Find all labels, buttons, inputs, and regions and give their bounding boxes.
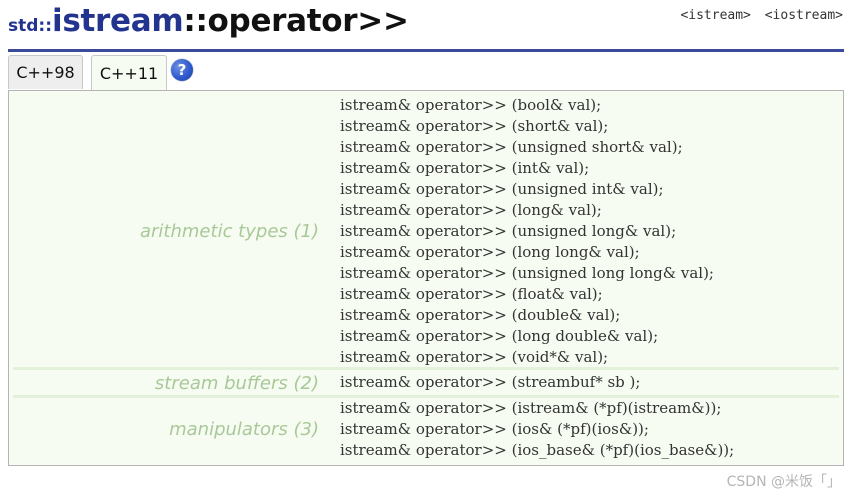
code-line: istream& operator>> (ios_base& (*pf)(ios… — [340, 441, 735, 459]
code-line: istream& operator>> (unsigned int& val); — [340, 180, 664, 198]
code-line: istream& operator>> (long& val); — [340, 201, 602, 219]
header-files: <istream> <iostream> — [674, 8, 843, 23]
code-line: istream& operator>> (long long& val); — [340, 243, 640, 261]
page-title: std::istream::operator>> — [8, 6, 409, 37]
header-link-istream[interactable]: <istream> — [680, 8, 751, 23]
code-line: istream& operator>> (long double& val); — [340, 327, 659, 345]
code-line: istream& operator>> (unsigned short& val… — [340, 138, 683, 156]
tab-cpp98[interactable]: C++98 — [8, 55, 83, 89]
help-icon[interactable]: ? — [171, 59, 193, 81]
code-line: istream& operator>> (float& val); — [340, 285, 603, 303]
code-line: istream& operator>> (unsigned long long&… — [340, 264, 714, 282]
class-name: istream — [52, 3, 184, 39]
code-line: istream& operator>> (istream& (*pf)(istr… — [340, 399, 722, 417]
code-line: istream& operator>> (void*& val); — [340, 348, 609, 366]
code-line: istream& operator>> (double& val); — [340, 306, 621, 324]
code-line: istream& operator>> (bool& val); — [340, 96, 602, 114]
title-divider — [8, 49, 844, 52]
watermark: CSDN @米饭「」 — [726, 474, 841, 490]
declarations-panel: arithmetic types (1) istream& operator>>… — [8, 90, 844, 466]
group-label-stream-buffers: stream buffers (2) — [154, 373, 319, 394]
operator-name: ::operator>> — [183, 3, 409, 39]
group-separator — [13, 367, 839, 370]
code-line: istream& operator>> (unsigned long& val)… — [340, 222, 677, 240]
code-line: istream& operator>> (short& val); — [340, 117, 609, 135]
code-line: istream& operator>> (streambuf* sb ); — [340, 373, 641, 391]
tab-cpp11[interactable]: C++11 — [91, 55, 167, 91]
code-line: istream& operator>> (int& val); — [340, 159, 590, 177]
group-label-arithmetic: arithmetic types (1) — [140, 221, 319, 242]
group-label-manipulators: manipulators (3) — [169, 419, 319, 440]
code-line: istream& operator>> (ios& (*pf)(ios&)); — [340, 420, 649, 438]
header-link-iostream[interactable]: <iostream> — [764, 8, 843, 23]
group-separator — [13, 395, 839, 398]
namespace-prefix: std:: — [8, 16, 53, 36]
